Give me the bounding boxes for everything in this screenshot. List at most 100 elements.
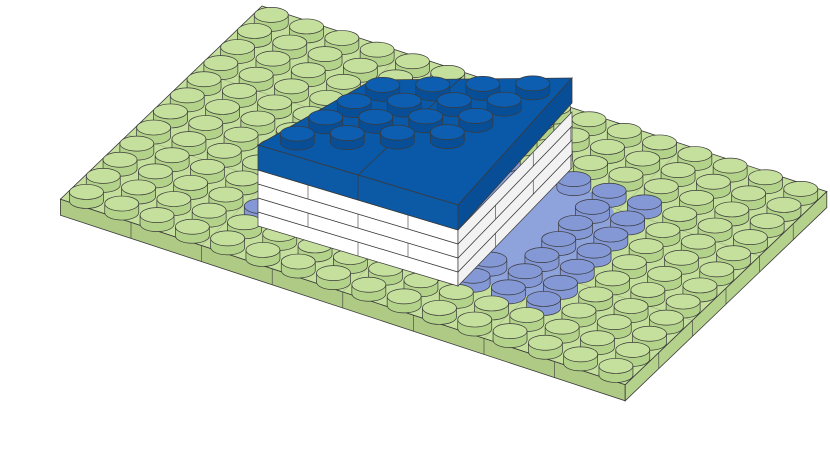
stud-top xyxy=(593,226,629,243)
stud-top xyxy=(716,245,751,262)
stud-top xyxy=(386,92,422,109)
stud-top xyxy=(188,115,224,131)
baseplate-stud xyxy=(563,346,599,372)
stud-top xyxy=(526,291,562,307)
stud-top xyxy=(154,147,190,164)
stud-top xyxy=(359,41,395,58)
stud-top xyxy=(627,194,662,211)
stud-top xyxy=(660,162,696,178)
stud-top xyxy=(578,286,614,303)
stud-top xyxy=(465,76,501,92)
baseplate-stud xyxy=(139,207,175,232)
stud-top xyxy=(714,201,750,218)
stud-top xyxy=(576,242,612,259)
stud-top xyxy=(326,73,361,90)
stud-top xyxy=(422,300,457,316)
stud-top xyxy=(610,210,646,227)
stud-top xyxy=(186,71,222,88)
baseplate-stud xyxy=(682,277,718,303)
stud-top xyxy=(595,270,630,287)
stud-top xyxy=(559,258,595,275)
stud-top xyxy=(104,195,140,212)
baseplate-stud xyxy=(697,217,733,243)
stud-top xyxy=(642,134,677,151)
stud-top xyxy=(156,191,192,207)
baseplate-stud xyxy=(208,186,244,212)
stud-top xyxy=(208,186,244,203)
blue-top-plates xyxy=(256,75,573,232)
baseplate-stud xyxy=(642,134,677,160)
baseplate-stud xyxy=(175,218,210,244)
stud-top xyxy=(253,7,289,23)
baseplate-stud xyxy=(598,358,634,383)
stud-top xyxy=(474,295,509,312)
baseplate-stud xyxy=(712,157,748,183)
stud-top xyxy=(558,215,593,231)
stud-top xyxy=(680,233,716,250)
stud-top xyxy=(590,139,625,155)
stud-top xyxy=(237,23,272,39)
stud-top xyxy=(358,109,394,125)
stud-top xyxy=(628,238,664,254)
stud-top xyxy=(220,39,255,55)
stud-top xyxy=(102,151,138,168)
stud-top xyxy=(527,334,563,351)
blue-stud xyxy=(429,124,465,149)
stud-top xyxy=(543,275,578,291)
stud-top xyxy=(647,266,683,282)
stud-top xyxy=(783,181,819,197)
stud-top xyxy=(336,93,372,109)
stud-top xyxy=(457,311,493,328)
water-stud xyxy=(610,210,646,236)
stud-top xyxy=(274,78,309,95)
stud-top xyxy=(643,178,679,195)
stud-top xyxy=(175,218,210,235)
stud-top xyxy=(257,94,292,111)
stud-top xyxy=(507,263,543,280)
stud-top xyxy=(206,142,242,159)
stud-top xyxy=(171,131,207,147)
baseplate-stud xyxy=(104,195,140,221)
stud-top xyxy=(491,279,526,296)
stud-top xyxy=(272,34,308,51)
stud-top xyxy=(379,124,415,141)
stud-top xyxy=(365,77,401,93)
stud-top xyxy=(173,175,208,191)
stud-top xyxy=(153,103,188,120)
stud-top xyxy=(255,50,291,67)
stud-top xyxy=(699,261,735,278)
stud-top xyxy=(697,217,733,234)
stud-top xyxy=(121,179,156,196)
stud-top xyxy=(69,184,104,200)
baseplate-stud xyxy=(699,261,735,287)
stud-top xyxy=(682,277,718,294)
stud-top xyxy=(632,325,667,342)
baseplate-stud xyxy=(630,282,666,307)
stud-top xyxy=(324,30,360,46)
stud-top xyxy=(541,231,577,247)
stud-top xyxy=(731,185,767,202)
baseplate-stud xyxy=(85,168,121,193)
baseplate-stud xyxy=(186,71,222,97)
stud-top xyxy=(316,265,351,281)
stud-top xyxy=(85,168,121,184)
water-stud xyxy=(559,258,595,284)
stud-top xyxy=(343,57,378,74)
stud-top xyxy=(492,323,528,339)
stud-top xyxy=(225,170,261,187)
blue-stud xyxy=(329,125,365,150)
stud-top xyxy=(139,207,175,223)
stud-top xyxy=(766,197,802,213)
baseplate-stud xyxy=(422,300,457,325)
stud-top xyxy=(307,46,343,63)
baseplate-stud xyxy=(153,103,188,129)
stud-top xyxy=(290,62,326,79)
stud-top xyxy=(136,119,171,136)
stud-top xyxy=(608,166,644,183)
stud-top xyxy=(573,155,609,171)
stud-top xyxy=(606,123,642,139)
baseplate-stud xyxy=(203,55,239,81)
stud-top xyxy=(119,135,155,152)
stud-top xyxy=(748,169,783,186)
stud-top xyxy=(695,173,731,190)
